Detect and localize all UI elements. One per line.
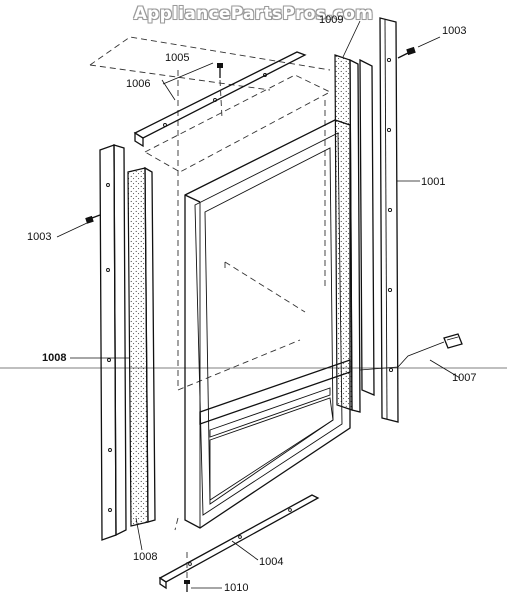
- part-1009-right-gasket-strip: [334, 54, 375, 413]
- part-1008-left-gasket-strip: [127, 166, 156, 527]
- part-1003-screw-left: [85, 214, 101, 224]
- callout-1008-bottom: 1008: [133, 551, 158, 563]
- callout-1001: 1001: [421, 176, 446, 188]
- cabinet-outline: [89, 36, 331, 531]
- callout-1010: 1010: [224, 582, 249, 594]
- part-1006-top-bracket: [133, 51, 307, 148]
- callout-1003-top: 1003: [442, 25, 467, 37]
- part-1005-screw: [217, 63, 223, 119]
- part-1004-bottom-bracket: [158, 494, 320, 590]
- part-1001-right-rail: [379, 17, 399, 423]
- callout-1007: 1007: [452, 372, 477, 384]
- door-frame: [184, 119, 351, 529]
- watermark: AppliancePartsPros.com: [133, 4, 374, 24]
- inner-panel-top: [144, 74, 331, 173]
- callout-1009: 1009: [319, 14, 344, 26]
- part-left-outer-rail: [99, 144, 127, 541]
- part-1003-screw-top: [397, 46, 416, 59]
- part-1010-screw: [184, 552, 190, 592]
- callout-1008-top: 1008: [42, 352, 67, 364]
- callout-1006: 1006: [126, 78, 151, 90]
- callout-1004: 1004: [259, 556, 284, 568]
- callout-1003-left: 1003: [27, 231, 52, 243]
- part-1007-clip: [359, 333, 463, 371]
- leader-lines: [56, 20, 461, 589]
- callout-1005: 1005: [165, 52, 190, 64]
